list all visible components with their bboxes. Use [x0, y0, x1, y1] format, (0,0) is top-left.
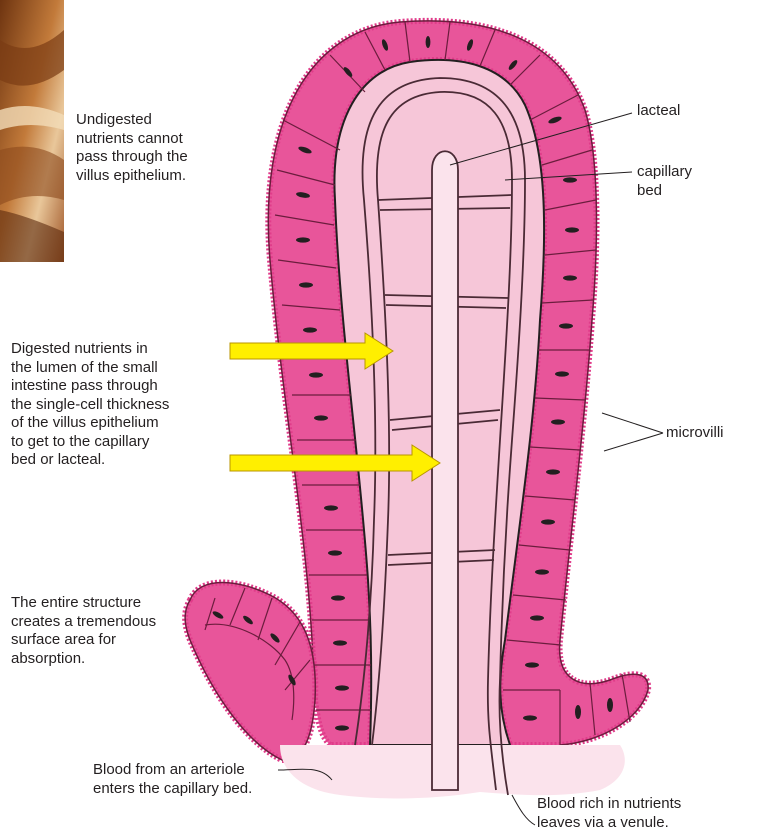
lacteal-vessel — [432, 151, 458, 790]
villus-fold-left — [185, 583, 315, 761]
digested-nutrients-label: Digested nutrients in the lumen of the s… — [11, 340, 169, 470]
surface-area-label: The entire structure creates a tremendou… — [11, 594, 156, 668]
micrograph-photo — [0, 0, 64, 262]
capillary-bed-label: capillary bed — [637, 163, 692, 200]
arteriole-label: Blood from an arteriole enters the capil… — [93, 761, 252, 798]
lacteal-label: lacteal — [637, 102, 680, 121]
venule-label: Blood rich in nutrients leaves via a ven… — [537, 795, 681, 832]
microvilli-label: microvilli — [666, 424, 724, 443]
undigested-nutrients-label: Undigested nutrients cannot pass through… — [76, 111, 188, 185]
